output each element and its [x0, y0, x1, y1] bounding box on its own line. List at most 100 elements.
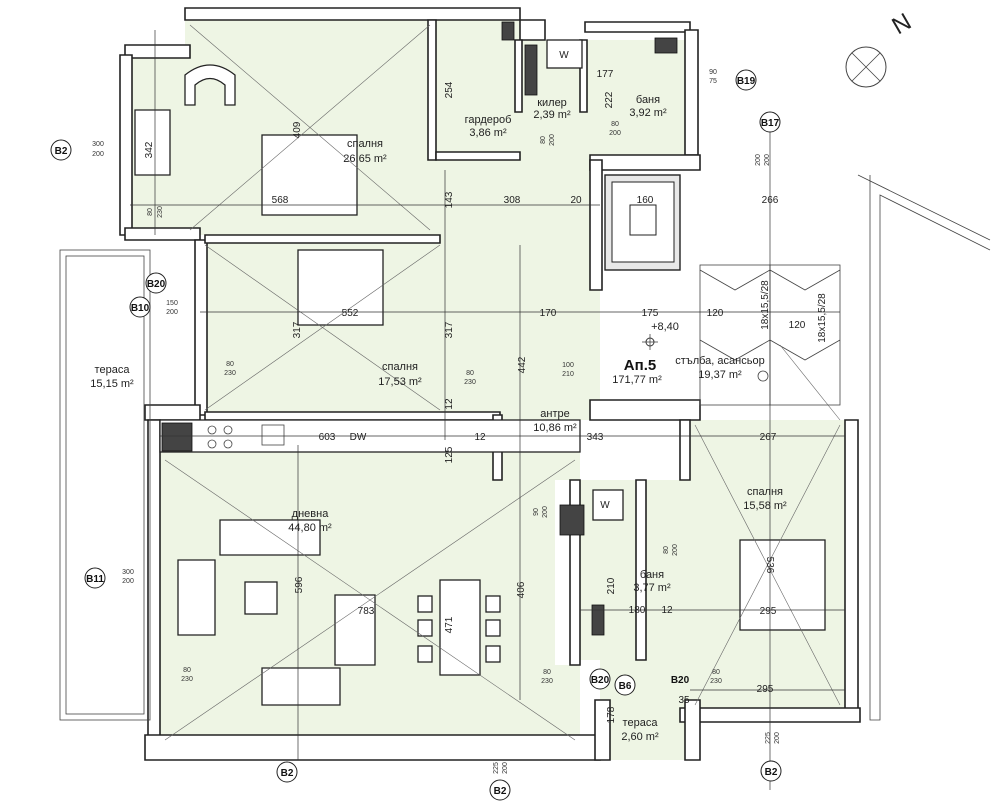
- room-name: гардероб: [465, 114, 512, 126]
- plan-label: W: [559, 50, 569, 61]
- axis-marker: B19: [735, 69, 757, 91]
- bed-master: [261, 134, 358, 216]
- axis-marker: B11: [84, 567, 106, 589]
- plan-label: 471: [444, 616, 455, 633]
- plan-label: B19: [737, 76, 756, 87]
- plan-label: 80: [147, 208, 154, 216]
- plan-label: B20: [671, 675, 690, 686]
- room-area: 2,60 m²: [621, 731, 659, 743]
- plan-label: 406: [516, 581, 527, 598]
- apartment-name: Ап.5: [624, 357, 656, 374]
- plan-label: 200: [549, 134, 556, 146]
- plan-label: 409: [292, 121, 303, 138]
- plan-label: 20: [570, 195, 582, 206]
- plan-label: 143: [444, 191, 455, 208]
- plan-label: 160: [637, 195, 654, 206]
- plan-label: 90: [533, 508, 540, 516]
- dimension-labels: 568 308 20 160 266 409 342 254 222 177 1…: [144, 50, 828, 723]
- sofa-right: [334, 594, 376, 666]
- room-area: 17,53 m²: [378, 376, 422, 388]
- plan-label: 170: [540, 308, 557, 319]
- plan-label: 603: [319, 432, 336, 443]
- plan-label: 300: [122, 569, 134, 576]
- plan-label: 75: [709, 78, 717, 85]
- plan-label: 18x15,5/28: [817, 293, 828, 343]
- plan-label: 18x15,5/28: [760, 280, 771, 330]
- room-name: спалня: [347, 138, 383, 150]
- plan-label: 200: [92, 151, 104, 158]
- plan-label: 200: [122, 578, 134, 585]
- room-name: баня: [636, 94, 660, 106]
- plan-label: 317: [444, 321, 455, 338]
- sofa-bottom: [261, 667, 341, 706]
- axis-marker: B10: [129, 296, 151, 318]
- plan-label: W: [600, 500, 610, 511]
- plan-label: 177: [597, 69, 614, 80]
- plan-label: 442: [517, 356, 528, 373]
- level-mark: +8,40: [651, 321, 679, 333]
- plan-label: 80: [611, 121, 619, 128]
- plan-label: 230: [224, 370, 236, 377]
- room-area: 3,77 m²: [633, 582, 671, 594]
- north-label: N: [888, 8, 917, 40]
- plan-label: 210: [606, 577, 617, 594]
- axis-markers: B2 B19 B17 B20 B10 B11 B2 B2 B2 B20 B6 B…: [50, 69, 782, 801]
- plan-label: 225: [493, 762, 500, 774]
- armchair: [184, 64, 236, 106]
- room-area: 44,80 m²: [288, 522, 332, 534]
- plan-label: 80: [540, 136, 547, 144]
- plan-label: 254: [444, 81, 455, 98]
- plan-label: 343: [587, 432, 604, 443]
- plan-label: 200: [542, 506, 549, 518]
- plan-label: 536: [764, 557, 775, 574]
- apartment-area: 171,77 m²: [612, 374, 662, 386]
- plan-label: 222: [604, 91, 615, 108]
- plan-label: 80: [226, 361, 234, 368]
- plan-label: 80: [712, 669, 720, 676]
- plan-label: 230: [157, 206, 164, 218]
- plan-label: 80: [466, 370, 474, 377]
- sofa-top: [219, 519, 321, 556]
- axis-marker: B6: [614, 674, 636, 696]
- plan-label: 295: [760, 606, 777, 617]
- axis-marker: B20: [589, 668, 611, 690]
- room-name: дневна: [292, 508, 330, 520]
- plan-label: B10: [131, 303, 150, 314]
- axis-marker: B2: [50, 139, 72, 161]
- bed-2: [297, 249, 384, 326]
- room-name: спалня: [747, 486, 783, 498]
- plan-label: 568: [272, 195, 289, 206]
- room-area: 15,58 m²: [743, 500, 787, 512]
- plan-label: B2: [494, 786, 507, 797]
- room-name: спалня: [382, 361, 418, 373]
- plan-label: 200: [755, 154, 762, 166]
- plan-label: 300: [92, 141, 104, 148]
- room-area: 3,86 m²: [469, 127, 507, 139]
- bed-3: [739, 539, 826, 631]
- plan-label: 120: [789, 320, 806, 331]
- plan-label: 175: [642, 308, 659, 319]
- sofa-left: [177, 559, 216, 636]
- plan-label: 120: [707, 308, 724, 319]
- plan-label: 552: [342, 308, 359, 319]
- axis-marker: B2: [276, 761, 298, 783]
- plan-label: 210: [562, 371, 574, 378]
- room-name: антре: [540, 408, 569, 420]
- plan-label: 783: [358, 606, 375, 617]
- plan-label: 150: [166, 300, 178, 307]
- room-area: 3,92 m²: [629, 107, 667, 119]
- room-area: 19,37 m²: [698, 369, 742, 381]
- plan-label: 267: [760, 432, 777, 443]
- room-area: 26,65 m²: [343, 153, 387, 165]
- plan-label: 80: [183, 667, 191, 674]
- plan-label: 225: [765, 732, 772, 744]
- plan-label: B2: [55, 146, 68, 157]
- plan-label: 12: [661, 605, 673, 616]
- plan-label: 12: [474, 432, 486, 443]
- room-name: килер: [537, 97, 567, 109]
- plan-label: 178: [606, 706, 617, 723]
- axis-marker: B17: [759, 111, 781, 133]
- room-area: 15,15 m²: [90, 378, 134, 390]
